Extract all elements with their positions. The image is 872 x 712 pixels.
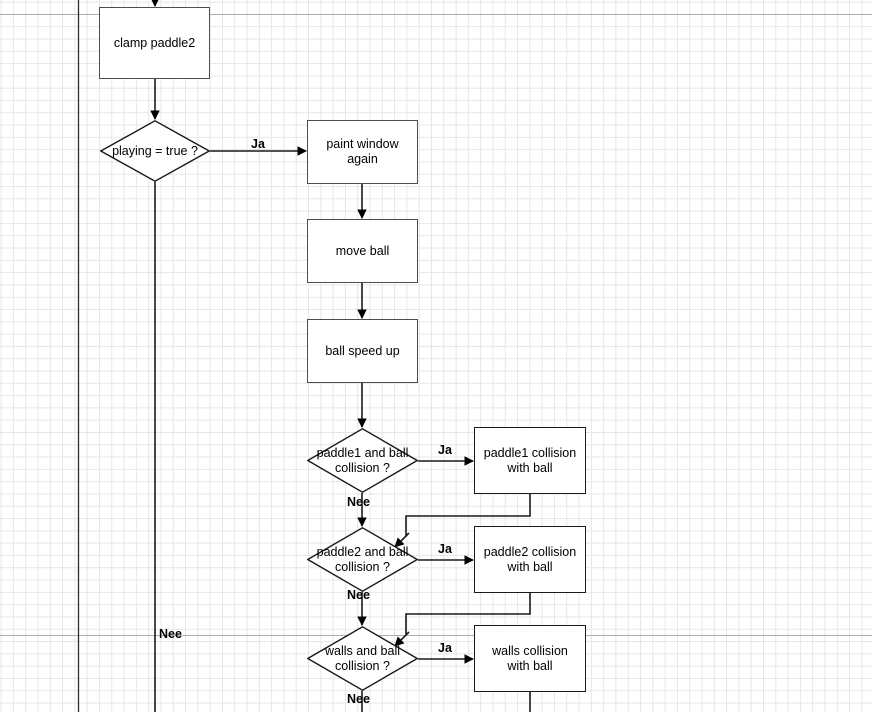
- edge-label-ja-playing: Ja: [251, 137, 265, 151]
- major-gridlines: [0, 14, 872, 636]
- node-paddle2-ball-collision[interactable]: paddle2 and ball collision ?: [307, 527, 418, 592]
- edge-label-nee-paddle1: Nee: [347, 495, 370, 509]
- node-move-ball[interactable]: move ball: [307, 219, 418, 283]
- node-label: clamp paddle2: [113, 35, 196, 50]
- node-label: paddle1 collision with ball: [483, 445, 577, 475]
- diamond-shape: [100, 120, 210, 182]
- edge-label-nee-walls: Nee: [347, 692, 370, 706]
- node-paint-window-again[interactable]: paint window again: [307, 120, 418, 184]
- edge-label-ja-paddle2: Ja: [438, 542, 452, 556]
- node-paddle1-ball-collision[interactable]: paddle1 and ball collision ?: [307, 428, 418, 493]
- node-playing-true[interactable]: playing = true ?: [100, 120, 210, 182]
- node-label: move ball: [335, 243, 390, 258]
- node-walls-ball-collision[interactable]: walls and ball collision ?: [307, 626, 418, 691]
- diamond-shape: [307, 428, 418, 493]
- diamond-shape: [307, 527, 418, 592]
- edge-label-nee-playing: Nee: [159, 627, 182, 641]
- node-ball-speed-up[interactable]: ball speed up: [307, 319, 418, 383]
- node-paddle1-collision-with-ball[interactable]: paddle1 collision with ball: [474, 427, 586, 494]
- diamond-shape: [307, 626, 418, 691]
- node-label: walls collision with ball: [492, 643, 568, 673]
- edge-label-ja-paddle1: Ja: [438, 443, 452, 457]
- node-label: ball speed up: [325, 343, 400, 358]
- edge-label-ja-walls: Ja: [438, 641, 452, 655]
- node-label: paddle2 collision with ball: [483, 544, 577, 574]
- node-paddle2-collision-with-ball[interactable]: paddle2 collision with ball: [474, 526, 586, 593]
- node-clamp-paddle2[interactable]: clamp paddle2: [99, 7, 210, 79]
- node-label: paint window again: [326, 137, 399, 166]
- node-walls-collision-with-ball[interactable]: walls collision with ball: [474, 625, 586, 692]
